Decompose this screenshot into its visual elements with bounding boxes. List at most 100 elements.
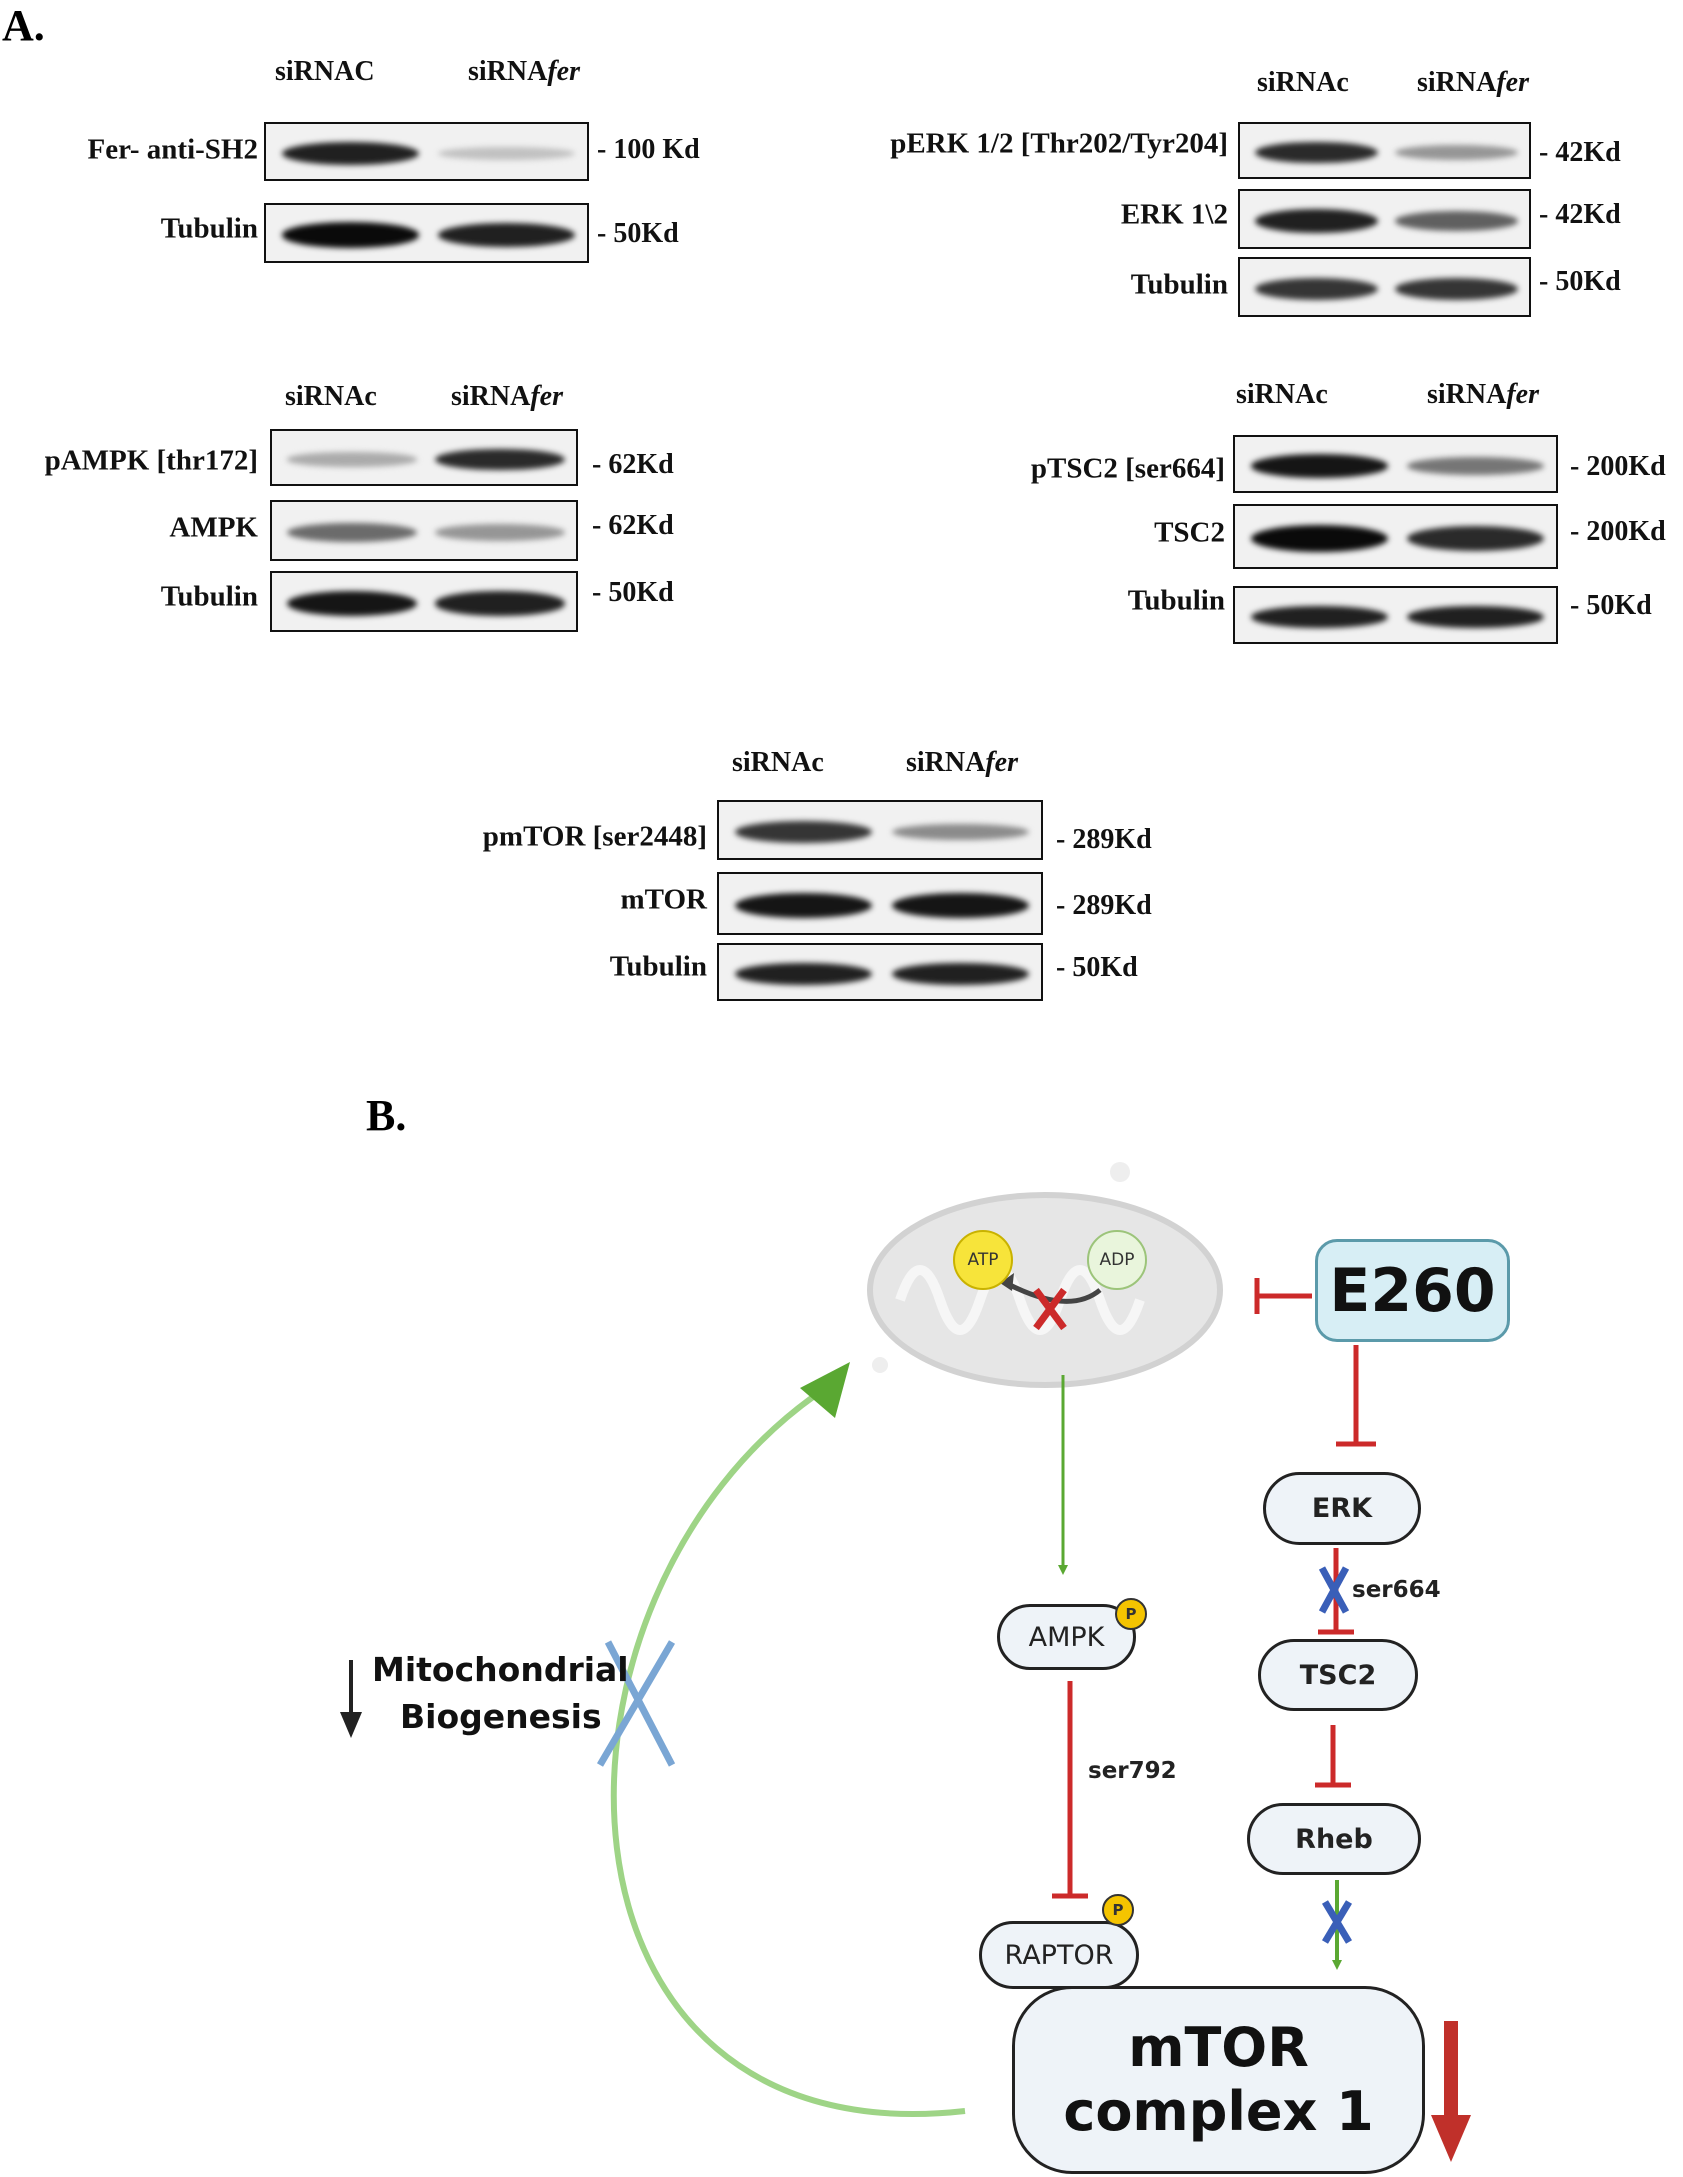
blot-row-label: ERK 1\2 xyxy=(1120,198,1228,231)
down-arrow-icon xyxy=(340,1660,362,1738)
e260-inhibits-mitochondria xyxy=(1254,1278,1312,1314)
protein-band xyxy=(891,823,1029,841)
protein-band xyxy=(735,820,873,844)
ser664-label: ser664 xyxy=(1352,1577,1441,1603)
protein-band xyxy=(735,962,873,986)
blot-strip xyxy=(1233,586,1558,644)
blocked-x-icon xyxy=(1321,1900,1353,1944)
knockdown-gene: fer xyxy=(547,56,580,87)
knockdown-prefix: siRNA xyxy=(451,381,531,412)
blot-strip xyxy=(1238,122,1531,179)
blot-strip xyxy=(717,943,1043,1001)
lane-header-knockdown: siRNAfer xyxy=(1417,67,1529,99)
lane-header-knockdown: siRNAfer xyxy=(468,56,580,88)
lane-header-knockdown: siRNAfer xyxy=(1427,379,1539,411)
mtor-complex-1: mTOR complex 1 xyxy=(1012,1986,1425,2174)
blot-strip xyxy=(717,872,1043,935)
protein-band xyxy=(1407,526,1544,551)
protein-band xyxy=(891,962,1029,986)
biogenesis-line1: Mitochondrial xyxy=(372,1650,629,1689)
mtor-complex-line2: complex 1 xyxy=(1063,2080,1374,2143)
panel-b-label: B. xyxy=(366,1091,407,1140)
knockdown-gene: fer xyxy=(985,747,1018,778)
knockdown-prefix: siRNA xyxy=(906,747,986,778)
protein-band xyxy=(282,141,419,166)
knockdown-gene: fer xyxy=(530,381,563,412)
blot-strip xyxy=(264,122,589,181)
panel-a-label: A. xyxy=(2,1,45,50)
protein-band xyxy=(1395,277,1519,301)
molecular-weight-marker: - 50Kd xyxy=(1539,266,1621,297)
protein-band xyxy=(435,524,565,541)
blot-row-label: pAMPK [thr172] xyxy=(44,444,258,477)
molecular-weight-marker: - 50Kd xyxy=(1570,590,1652,621)
protein-band xyxy=(1251,454,1388,478)
rheb-node: Rheb xyxy=(1247,1803,1421,1875)
knockdown-gene: fer xyxy=(1506,379,1539,410)
lane-header-control: siRNAc xyxy=(285,381,377,412)
ser792-label: ser792 xyxy=(1088,1758,1177,1784)
molecular-weight-marker: - 50Kd xyxy=(1056,952,1138,983)
decrease-arrow-icon xyxy=(1431,2021,1471,2162)
lane-header-control: siRNAc xyxy=(732,747,824,778)
blot-row-label: Tubulin xyxy=(609,950,707,983)
phospho-badge: P xyxy=(1115,1598,1147,1630)
protein-band xyxy=(1254,209,1378,233)
blot-strip xyxy=(264,203,589,263)
lane-header-control: siRNAC xyxy=(275,56,375,87)
lane-header-control: siRNAc xyxy=(1257,67,1349,98)
blot-strip xyxy=(1238,189,1531,249)
adp-molecule: ADP xyxy=(1087,1230,1147,1290)
erk-node: ERK xyxy=(1263,1472,1421,1545)
blot-row-label: Tubulin xyxy=(160,580,258,613)
protein-band xyxy=(1407,457,1544,475)
blot-row-label: Fer- anti-SH2 xyxy=(87,133,258,166)
protein-band xyxy=(891,892,1029,919)
blot-row-label: pERK 1/2 [Thr202/Tyr204] xyxy=(890,127,1228,160)
knockdown-prefix: siRNA xyxy=(468,56,548,87)
protein-band xyxy=(287,591,417,616)
protein-band xyxy=(435,448,565,471)
blocked-x-icon xyxy=(1318,1566,1350,1614)
molecular-weight-marker: - 50Kd xyxy=(597,218,679,249)
protein-band xyxy=(1407,605,1544,629)
protein-band xyxy=(1251,605,1388,629)
molecular-weight-marker: - 42Kd xyxy=(1539,137,1621,168)
protein-band xyxy=(438,223,575,247)
knockdown-prefix: siRNA xyxy=(1427,379,1507,410)
blot-strip xyxy=(270,429,578,486)
biogenesis-line2: Biogenesis xyxy=(400,1697,602,1736)
blot-strip xyxy=(270,500,578,561)
lane-header-control: siRNAc xyxy=(1236,379,1328,410)
blot-row-label: mTOR xyxy=(620,883,707,916)
tsc2-inhibits-rheb xyxy=(1315,1725,1351,1788)
protein-band xyxy=(1254,277,1378,301)
molecular-weight-marker: - 62Kd xyxy=(592,510,674,541)
blot-strip xyxy=(270,571,578,632)
lane-header-knockdown: siRNAfer xyxy=(906,747,1018,779)
protein-band xyxy=(287,452,417,467)
atp-molecule: ATP xyxy=(953,1230,1013,1290)
molecular-weight-marker: - 42Kd xyxy=(1539,199,1621,230)
blot-row-label: pTSC2 [ser664] xyxy=(1030,452,1225,485)
blot-strip xyxy=(1238,257,1531,317)
raptor-node: RAPTOR xyxy=(979,1921,1139,1989)
protein-band xyxy=(1395,211,1519,231)
molecular-weight-marker: - 289Kd xyxy=(1056,890,1152,921)
ampk-inhibits-raptor xyxy=(1052,1681,1088,1899)
protein-band xyxy=(1254,141,1378,164)
blot-row-label: pmTOR [ser2448] xyxy=(482,820,707,853)
protein-band xyxy=(282,222,419,248)
knockdown-gene: fer xyxy=(1496,67,1529,98)
atp-synthesis-arrow xyxy=(1008,1282,1102,1304)
blot-row-label: TSC2 xyxy=(1154,516,1225,549)
e260-compound: E260 xyxy=(1315,1239,1510,1342)
biogenesis-feedback-arc xyxy=(610,1389,966,2117)
molecular-weight-marker: - 100 Kd xyxy=(597,134,700,165)
ampk-node: AMPK xyxy=(997,1604,1136,1670)
lane-header-knockdown: siRNAfer xyxy=(451,381,563,413)
molecular-weight-marker: - 289Kd xyxy=(1056,824,1152,855)
mitochondrion-icon xyxy=(867,1162,1223,1388)
